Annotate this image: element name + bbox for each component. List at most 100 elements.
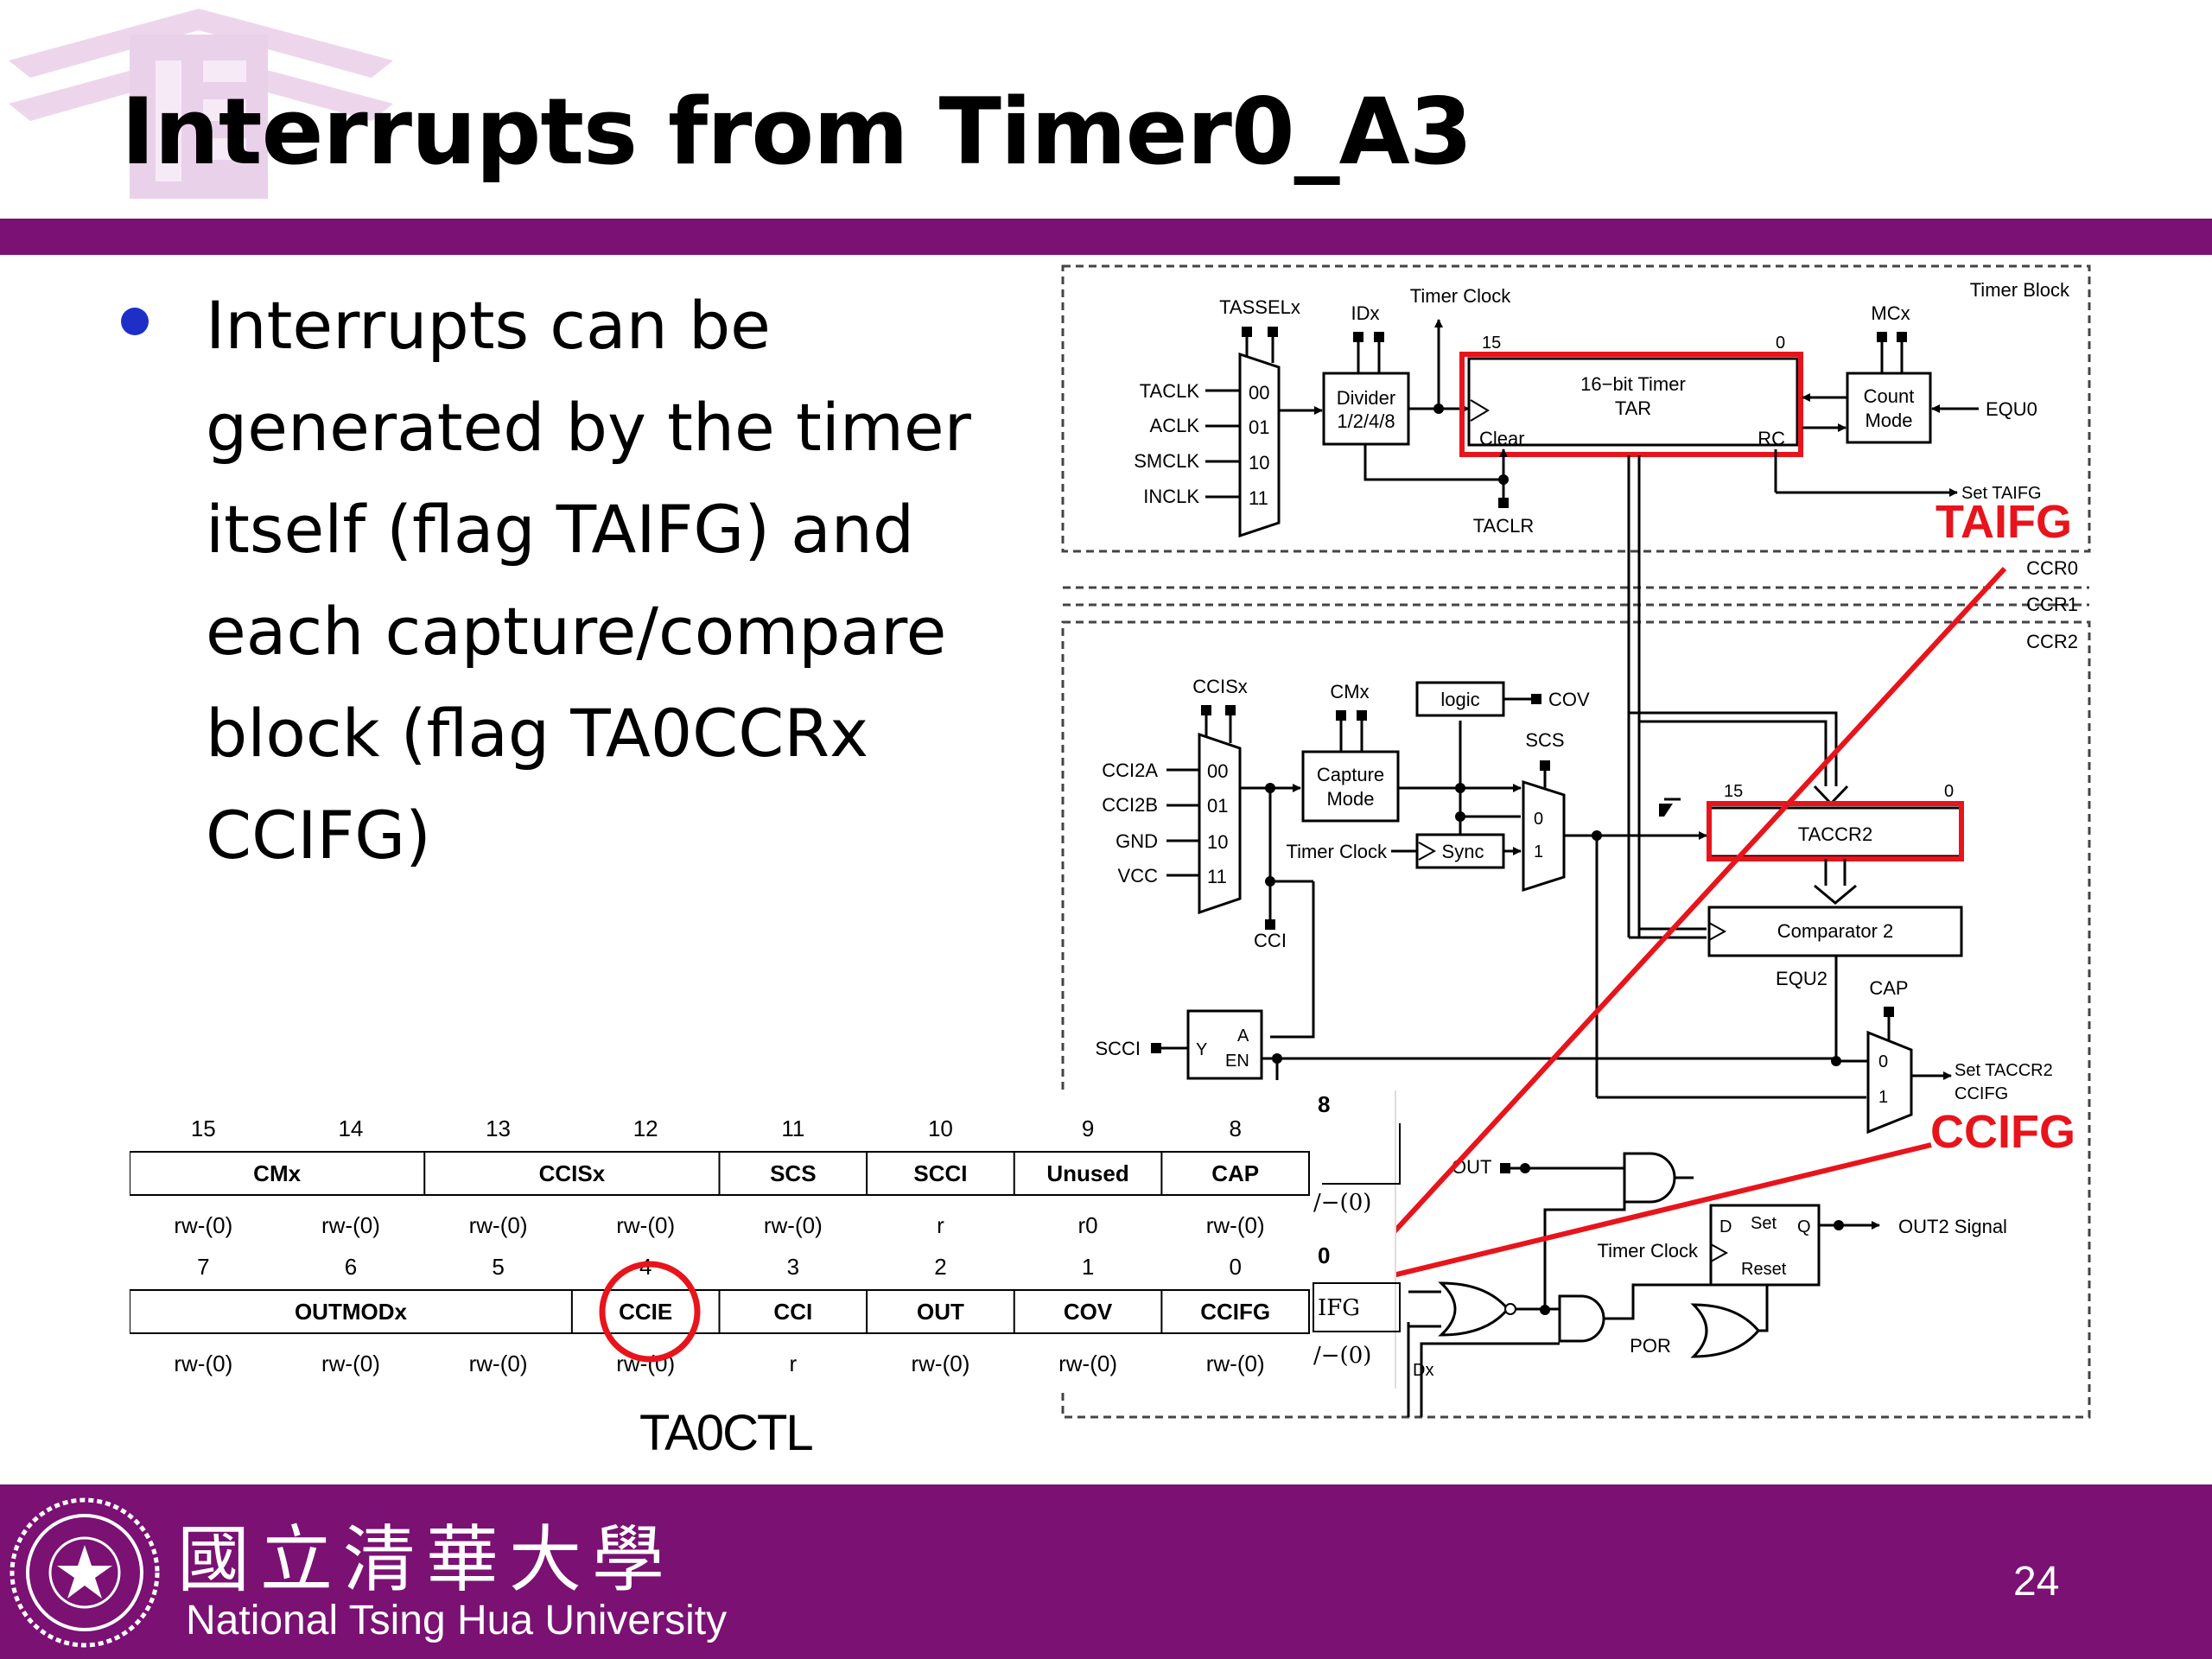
register-field-name: SCCI (913, 1160, 967, 1186)
or-gate-bottom (1690, 1303, 1760, 1358)
register-bit-number: 10 (928, 1116, 953, 1141)
set-taccr2-ccifg-label-2: CCIFG (1955, 1084, 2008, 1103)
mux-input-inclk: INCLK (1143, 486, 1199, 507)
footer-bar (0, 1484, 2212, 1659)
register-access-type: rw-(0) (174, 1351, 232, 1376)
svg-text:1: 1 (1878, 1088, 1888, 1107)
register-access-type: rw-(0) (912, 1351, 970, 1376)
rc-label: RC (1758, 428, 1785, 449)
register-field-name: CCIE (619, 1299, 672, 1325)
svg-text:/−(0): /−(0) (1313, 1343, 1371, 1369)
set-taifg-label: Set TAIFG (1961, 484, 2042, 503)
svg-text:0: 0 (1878, 1052, 1888, 1071)
register-bit-number: 13 (486, 1116, 511, 1141)
capture-mode-label: Capture (1317, 764, 1384, 785)
divider-label: Divider (1337, 387, 1395, 409)
page-number: 24 (2013, 1559, 2060, 1605)
register-field-name: OUTMODx (295, 1299, 408, 1325)
register-card (130, 1090, 1395, 1389)
mux-input-aclk: ACLK (1150, 415, 1200, 436)
register-field-name: CCI (773, 1299, 812, 1325)
mux-code: 11 (1249, 487, 1268, 509)
cov-label: COV (1548, 689, 1590, 710)
university-chinese-name: 國立清華大學 (177, 1517, 676, 1602)
register-access-type: r (937, 1212, 944, 1238)
timer-block-diagram: Timer Block CCR0 CCR1 CCR2 TASSELx TACLK… (130, 264, 2091, 1419)
ccr-input-vcc: VCC (1118, 865, 1159, 887)
divider-ratio: 1/2/4/8 (1337, 410, 1395, 432)
mux-code: 00 (1207, 760, 1228, 782)
svg-text:/−(0): /−(0) (1313, 1190, 1371, 1216)
and-gate-mid (1558, 1294, 1605, 1343)
sync-label: Sync (1442, 841, 1484, 862)
capture-mode-label-2: Mode (1326, 788, 1374, 810)
register-bit-number: 2 (934, 1254, 946, 1280)
ccr-input-cci2a: CCI2A (1102, 760, 1158, 781)
idx-label: IDx (1351, 302, 1380, 324)
register-bit-number: 0 (1229, 1254, 1241, 1280)
register-bit-number: 6 (345, 1254, 357, 1280)
ccr-input-cci2b: CCI2B (1102, 794, 1158, 816)
tar-box (1467, 357, 1799, 447)
mux-code: 11 (1207, 866, 1227, 887)
svg-text:D: D (1719, 1217, 1732, 1236)
timer-block-label: Timer Block (1970, 279, 2070, 301)
scs-mux (1522, 779, 1566, 893)
mux-code: 01 (1207, 795, 1228, 817)
tassel-label: TASSELx (1219, 296, 1300, 318)
ccifg-callout: CCIFG (1930, 1106, 2075, 1158)
sync-box (1415, 833, 1505, 869)
bullet-text: Interrupts can be generated by the timer… (206, 287, 971, 874)
register-field-name: Unused (1046, 1160, 1128, 1186)
register-caption: TA0CTL (639, 1405, 814, 1461)
mux-code: 10 (1207, 831, 1228, 853)
mux-input-smclk: SMCLK (1134, 450, 1199, 472)
register-access-type: rw-(0) (1058, 1351, 1117, 1376)
svg-text:0: 0 (1318, 1243, 1330, 1268)
register-access-type: rw-(0) (174, 1212, 232, 1238)
scs-label: SCS (1525, 729, 1564, 751)
ccr-bit15: 15 (1724, 782, 1743, 801)
register-access-type: r (789, 1351, 797, 1376)
register-access-type: rw-(0) (764, 1212, 823, 1238)
register-access-type: rw-(0) (469, 1212, 528, 1238)
out2-signal-label: OUT2 Signal (1898, 1216, 2007, 1237)
title-underline-bar (0, 219, 2212, 255)
taifg-callout: TAIFG (1936, 496, 2072, 548)
svg-text:Set: Set (1751, 1214, 1777, 1233)
mux-code: 00 (1249, 382, 1269, 404)
register-bit-number: 9 (1082, 1116, 1094, 1141)
cci-label: CCI (1254, 930, 1287, 951)
mux-input-taclk: TACLK (1140, 380, 1200, 402)
taclr-label: TACLR (1473, 515, 1535, 537)
and-gate-top (1623, 1152, 1676, 1204)
register-bit-number: 3 (787, 1254, 799, 1280)
count-mode-label: Count (1864, 385, 1915, 407)
comparator-label: Comparator 2 (1777, 920, 1894, 942)
register-bit-number: 12 (633, 1116, 658, 1141)
svg-text:Y: Y (1196, 1040, 1207, 1059)
bullet-item: Interrupts can be generated by the timer… (121, 275, 1020, 887)
register-bit-number: 7 (197, 1254, 209, 1280)
taccr2-box (1707, 806, 1963, 858)
tar-title: 16−bit Timer (1580, 373, 1686, 395)
bit0-label: 0 (1776, 334, 1785, 353)
register-bit-number: 1 (1082, 1254, 1094, 1280)
register-access-type: rw-(0) (321, 1212, 380, 1238)
dx-label: Dx (1413, 1361, 1433, 1380)
register-field-name: CAP (1211, 1160, 1259, 1186)
mux-code: 10 (1249, 452, 1269, 474)
page-title: Interrupts from Timer0_A3 (121, 79, 1472, 185)
timer-clock-out-label: Timer Clock (1597, 1240, 1699, 1262)
scci-latch (1186, 1009, 1263, 1080)
university-seal-icon (10, 1497, 160, 1648)
register-bit-number: 8 (1229, 1116, 1241, 1141)
register-access-type: r0 (1078, 1212, 1098, 1238)
ccr0-label: CCR0 (2026, 557, 2078, 579)
register-access-type: rw-(0) (321, 1351, 380, 1376)
register-field-name: CMx (253, 1160, 301, 1186)
tassel-mux (1238, 352, 1281, 538)
